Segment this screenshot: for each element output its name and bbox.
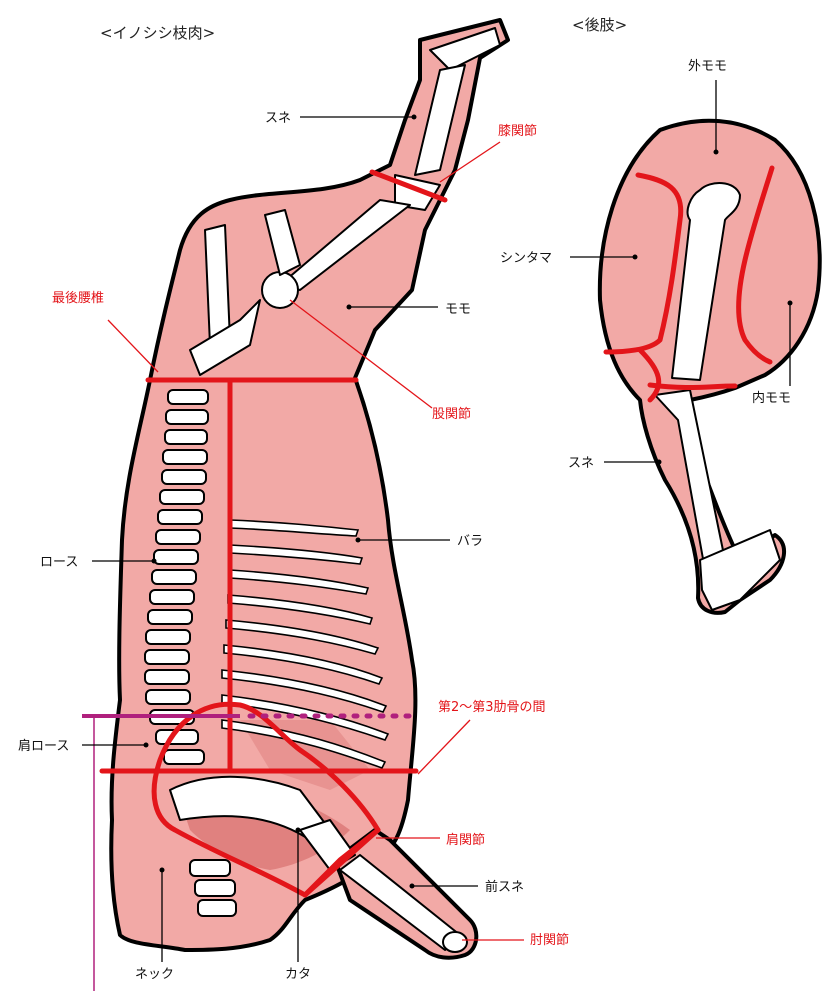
dot-soto-momo [714, 150, 719, 155]
dot-kata [296, 828, 301, 833]
label-rosu: ロース [40, 555, 78, 570]
label-rokkotsu: 第2～第3肋骨の間 [438, 700, 546, 715]
hindleg-title: <後肢> [572, 16, 627, 34]
cut-lower-mid [650, 385, 735, 388]
label-kata-kansetsu: 肩関節 [446, 832, 485, 848]
label-kata: カタ [285, 967, 311, 982]
dot-mae-sune [410, 884, 415, 889]
dot-uchi-momo [788, 301, 793, 306]
label-hiza: 膝関節 [498, 124, 537, 139]
label-kokansetsu: 股関節 [432, 407, 471, 422]
dot-rosu [152, 559, 157, 564]
label-soto-momo: 外モモ [688, 59, 727, 74]
carcass-figure: <イノシシ枝肉> [18, 20, 569, 991]
dot-kata-rosu [144, 743, 149, 748]
label-mae-sune: 前スネ [485, 879, 524, 895]
label-saigo-yotsui: 最後腰椎 [52, 291, 104, 306]
leader-saigo-yotsui [108, 320, 158, 372]
dot-momo [347, 305, 352, 310]
label-bara: バラ [457, 534, 483, 549]
dot-nekku [160, 868, 165, 873]
label-hindleg-sune: スネ [568, 456, 594, 471]
label-hiji: 肘関節 [530, 933, 569, 948]
dot-shintama [633, 255, 638, 260]
label-shintama: シンタマ [500, 251, 552, 266]
label-kata-rosu: 肩ロース [18, 738, 69, 754]
label-nekku: ネック [135, 967, 174, 982]
dot-sune [412, 115, 417, 120]
label-uchi-momo: 内モモ [752, 390, 791, 406]
dot-hindleg-sune [657, 460, 662, 465]
leader-rokkotsu [418, 720, 470, 774]
label-momo: モモ [445, 302, 471, 317]
hindleg-figure: <後肢> 外モモ シンタマ 内モモ スネ [500, 16, 820, 613]
dot-bara [356, 538, 361, 543]
label-sune: スネ [265, 111, 291, 126]
carcass-title: <イノシシ枝肉> [100, 24, 215, 42]
